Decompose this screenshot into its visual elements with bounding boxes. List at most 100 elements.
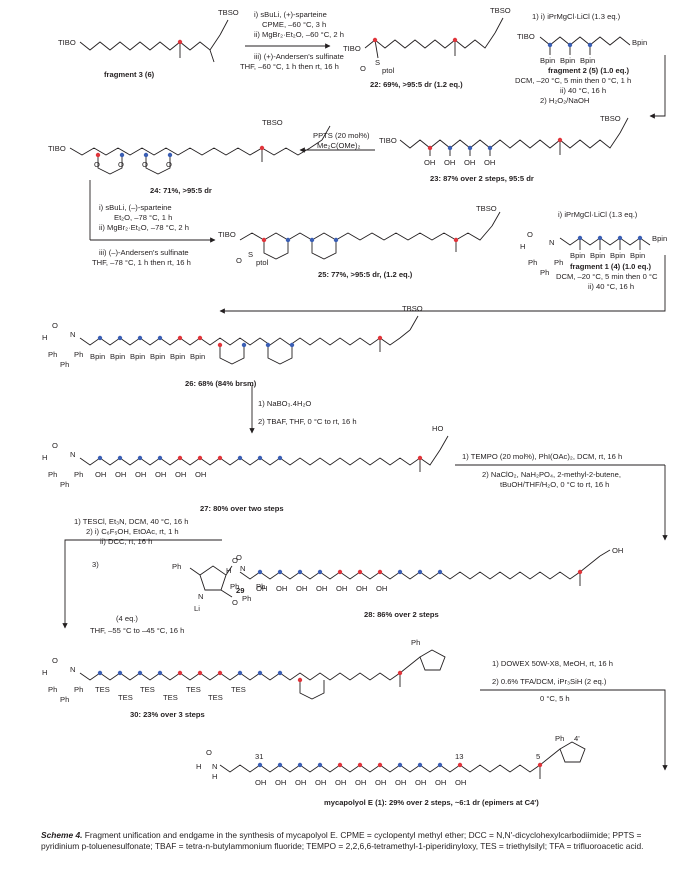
product-30-tes-6: TES <box>208 693 223 702</box>
final-ph: Ph <box>555 734 565 743</box>
pyrrolinone-label: 29 <box>236 586 245 595</box>
final-oh-6: OH <box>355 778 367 787</box>
final-oh-10: OH <box>435 778 447 787</box>
product-28-oh-4: OH <box>316 584 328 593</box>
product-30-ph-3: Ph <box>60 695 70 704</box>
product-28-n: N <box>240 564 246 573</box>
product-26-n: N <box>70 330 76 339</box>
arrow-step-9 <box>480 689 668 771</box>
product-27-oh-3: OH <box>135 470 147 479</box>
product-26-bpin-3: Bpin <box>130 352 146 361</box>
product-23-oh-3: OH <box>464 158 476 167</box>
product-23-oh-4: OH <box>484 158 496 167</box>
product-26-h: H <box>42 333 48 342</box>
product-30-o: O <box>52 656 58 665</box>
step4-reagent-5: THF, –78 °C, 1 h then rt, 16 h <box>92 258 191 267</box>
fragment-1-ph-3: Ph <box>540 268 550 277</box>
product-25-s: S <box>248 250 254 259</box>
product-23-tbso: TBSO <box>600 114 621 123</box>
fragment-1-n: N <box>549 238 555 247</box>
product-28-acid-oh: OH <box>612 546 624 555</box>
step2-reagent-4: ii) 40 °C, 16 h <box>560 86 607 95</box>
product-30-caption: 30: 23% over 3 steps <box>130 710 205 719</box>
fragment-1-h: H <box>520 242 526 251</box>
fragment-1-chain <box>559 237 651 246</box>
step1-reagent-3: ii) MgBr₂·Et₂O, –60 °C, 2 h <box>254 30 344 39</box>
product-23-tibo: TIBO <box>379 136 397 145</box>
step3-reagent-2: Me₂C(OMe)₂ <box>317 141 361 150</box>
final-c13: 13 <box>455 752 464 761</box>
product-24-tbso: TBSO <box>262 118 283 127</box>
product-26-bpin-6: Bpin <box>190 352 206 361</box>
product-28-caption: 28: 86% over 2 steps <box>364 610 439 619</box>
final-oh-8: OH <box>395 778 407 787</box>
product-28-h: H <box>226 566 232 575</box>
product-28-o: O <box>236 553 242 562</box>
fragment-1-reagent-2: fragment 1 (4) (1.0 eq.) <box>570 262 652 271</box>
fragment-2-bpin-2: Bpin <box>560 56 576 65</box>
fragment-2-chain <box>539 36 631 46</box>
final-n: N <box>212 762 218 771</box>
pyrrolinone-cond: THF, –55 °C to –45 °C, 16 h <box>90 626 185 635</box>
step7-reagent-4: 3) <box>92 560 99 569</box>
product-30-h: H <box>42 668 48 677</box>
arrow-step-8 <box>62 539 222 629</box>
final-oh-4: OH <box>315 778 327 787</box>
product-22-s: S <box>375 58 381 67</box>
product-25-o: O <box>236 256 242 265</box>
product-30-tes-1: TES <box>95 685 110 694</box>
product-25-chain <box>239 225 493 241</box>
pyrrolinone-o-methoxy: O <box>232 556 238 565</box>
product-26-ph-3: Ph <box>60 360 70 369</box>
fragment-3-chain <box>79 34 221 51</box>
product-27-ho: HO <box>432 424 444 433</box>
product-26-bpin-1: Bpin <box>90 352 106 361</box>
product-30-ph-1: Ph <box>48 685 58 694</box>
product-24-caption: 24: 71%, >95:5 dr <box>150 186 212 195</box>
fragment-3-caption: fragment 3 (6) <box>104 70 155 79</box>
product-24-o-2: O <box>118 160 124 169</box>
fragment-3-tbso: TBSO <box>218 8 239 17</box>
fragment-1-bpin-2: Bpin <box>590 251 606 260</box>
product-22-chain <box>364 32 496 49</box>
final-caption: mycapolyol E (1): 29% over 2 steps, ~6:1… <box>324 798 539 807</box>
fragment-1-bpin-4: Bpin <box>630 251 646 260</box>
caption-label: Scheme 4. <box>41 830 83 840</box>
product-28-oh-7: OH <box>376 584 388 593</box>
pyrrolinone-n: N <box>198 592 204 601</box>
fragment-1-o: O <box>527 230 533 239</box>
fragment-2-bpin-3: Bpin <box>580 56 596 65</box>
arrow-step-2 <box>649 55 666 119</box>
product-30-tes-5: TES <box>186 685 201 694</box>
product-28-oh-2: OH <box>276 584 288 593</box>
scheme-caption: Scheme 4. Fragment unification and endga… <box>41 830 663 853</box>
product-24-tibo: TIBO <box>48 144 66 153</box>
product-27-o: O <box>52 441 58 450</box>
step4-reagent-2: Et₂O, –78 °C, 1 h <box>114 213 173 222</box>
final-c4: 4' <box>574 734 580 743</box>
product-28-ph-3: Ph <box>242 594 252 603</box>
synthesis-scheme <box>62 17 668 779</box>
step7-reagent-1: 1) TESCl, Et₃N, DCM, 40 °C, 16 h <box>74 517 189 526</box>
step1-reagent-4: iii) (+)-Andersen's sulfinate <box>254 52 344 61</box>
step7-reagent-2: 2) i) C₆F₅OH, EtOAc, rt, 1 h <box>86 527 179 536</box>
product-23-caption: 23: 87% over 2 steps, 95:5 dr <box>430 174 534 183</box>
product-30-chain <box>79 656 421 681</box>
final-o: O <box>206 748 212 757</box>
product-22-caption: 22: 69%, >95:5 dr (1.2 eq.) <box>370 80 463 89</box>
fragment-1-bpin-5: Bpin <box>652 234 668 243</box>
product-26-tbso: TBSO <box>402 304 423 313</box>
product-28-chain <box>239 555 601 580</box>
product-26-o: O <box>52 321 58 330</box>
product-22-tbso: TBSO <box>490 6 511 15</box>
step2-reagent-2: fragment 2 (5) (1.0 eq.) <box>548 66 630 75</box>
product-27-n: N <box>70 450 76 459</box>
fragment-1-reagent-3: DCM, –20 °C, 5 min then 0 °C <box>556 272 658 281</box>
product-30-tes-7: TES <box>231 685 246 694</box>
product-26-ph-2: Ph <box>74 350 84 359</box>
product-30-ph-pyrrol: Ph <box>411 638 421 647</box>
product-24-o-1: O <box>94 160 100 169</box>
product-27-caption: 27: 80% over two steps <box>200 504 284 513</box>
product-24-o-3: O <box>142 160 148 169</box>
product-23-oh-2: OH <box>444 158 456 167</box>
